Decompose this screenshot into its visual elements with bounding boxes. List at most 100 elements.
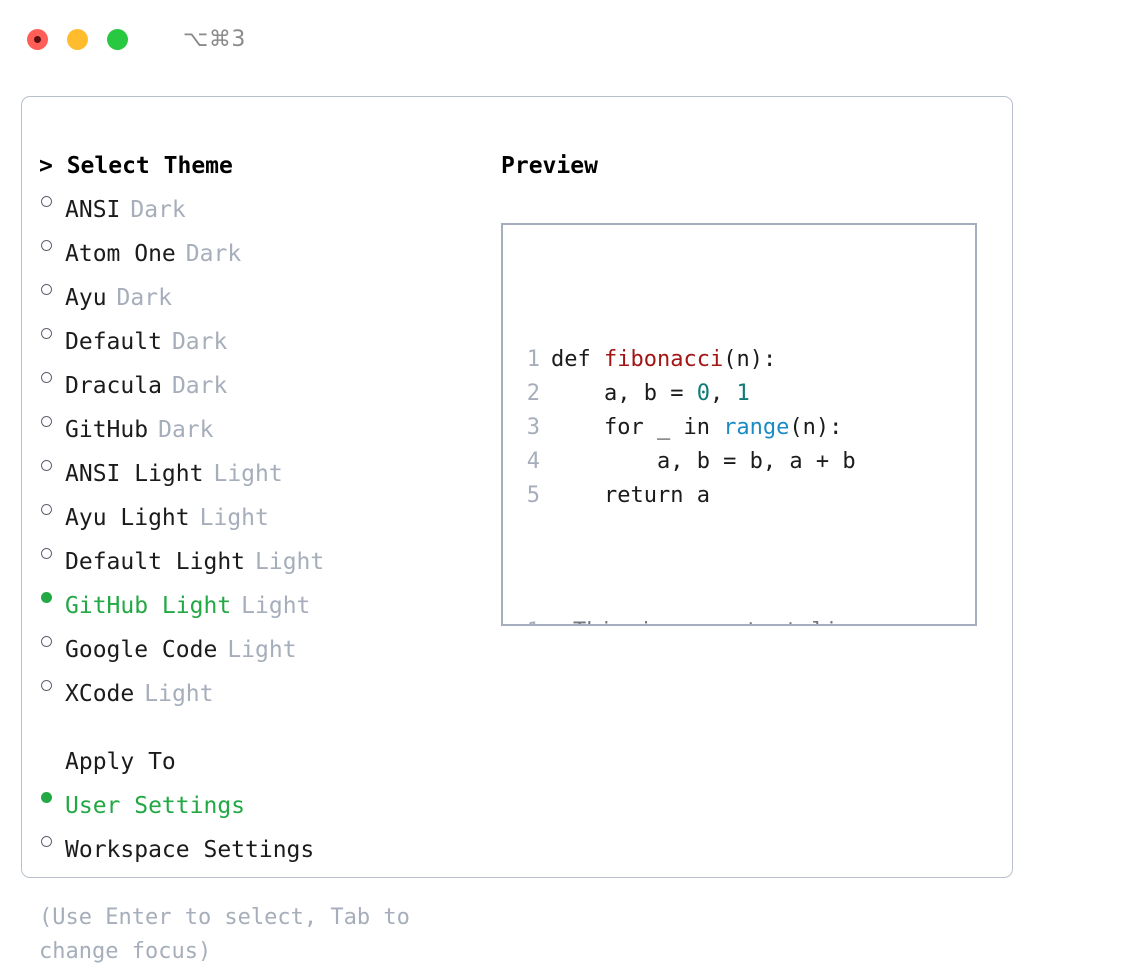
close-button[interactable] <box>27 28 48 50</box>
theme-option-badge: Light <box>199 505 269 531</box>
diff-marker <box>551 615 573 624</box>
theme-option-dracula[interactable]: Dracula Dark <box>39 359 469 403</box>
radio-unselected-icon <box>39 227 65 261</box>
code-token-plain: def <box>551 347 604 372</box>
theme-option-ansi-light[interactable]: ANSI Light Light <box>39 447 469 491</box>
code-line-number: 3 <box>526 415 540 440</box>
code-line: 1 def fibonacci(n): <box>514 343 975 377</box>
code-token-plain: a, b = <box>551 381 697 406</box>
theme-option-label: XCode <box>65 681 135 707</box>
code-token-plain: (n): <box>789 415 843 440</box>
window-titlebar: ⌥⌘3 <box>0 0 1140 78</box>
theme-option-badge: Dark <box>171 373 228 399</box>
theme-option-default[interactable]: Default Dark <box>39 315 469 359</box>
code-token-fn: fibonacci <box>603 347 724 372</box>
apply-to-option-user-settings[interactable]: User Settings <box>39 779 469 823</box>
theme-option-label: Atom One <box>65 241 176 267</box>
diff-sample: 1 This is a context line.2-This line was… <box>514 615 975 624</box>
theme-option-ayu-light[interactable]: Ayu Light Light <box>39 491 469 535</box>
code-token-plain: (n): <box>723 347 777 372</box>
theme-option-github[interactable]: GitHub Dark <box>39 403 469 447</box>
apply-to-option-label: User Settings <box>65 793 246 819</box>
theme-option-label: Dracula <box>65 373 162 399</box>
theme-option-ayu[interactable]: Ayu Dark <box>39 271 469 315</box>
theme-option-label: Default Light <box>65 549 246 575</box>
traffic-lights <box>27 28 128 50</box>
radio-unselected-icon <box>39 315 65 349</box>
preview-header: Preview <box>501 153 598 179</box>
theme-option-label: ANSI Light <box>65 461 204 487</box>
code-line-number: 5 <box>526 483 540 508</box>
keyboard-shortcut-label: ⌥⌘3 <box>183 26 246 52</box>
code-line: 2 a, b = 0, 1 <box>514 377 975 411</box>
radio-unselected-icon <box>39 447 65 481</box>
code-line-number: 4 <box>526 449 540 474</box>
theme-option-label: GitHub <box>65 417 149 443</box>
theme-option-label: Default <box>65 329 162 355</box>
theme-option-github-light[interactable]: GitHub Light Light <box>39 579 469 623</box>
radio-selected-icon <box>39 579 65 613</box>
code-token-plain: return a <box>551 483 710 508</box>
maximize-button[interactable] <box>107 28 128 50</box>
radio-unselected-icon <box>39 823 65 857</box>
theme-option-badge: Dark <box>116 285 172 311</box>
code-token-num: 1 <box>736 381 750 406</box>
theme-option-badge: Light <box>144 681 214 707</box>
list-spacer <box>39 711 469 745</box>
code-line-text: for _ in range(n): <box>551 411 842 445</box>
code-token-num: 0 <box>696 381 710 406</box>
code-token-plain: a, b = b, a + b <box>551 449 856 474</box>
theme-option-label: Google Code <box>65 637 218 663</box>
theme-option-default-light[interactable]: Default Light Light <box>39 535 469 579</box>
theme-option-label: ANSI <box>65 197 121 223</box>
diff-line-number: 1 <box>514 615 540 624</box>
radio-selected-icon <box>39 779 65 813</box>
theme-option-label: GitHub Light <box>65 593 232 619</box>
theme-option-badge: Light <box>255 549 325 575</box>
theme-option-badge: Dark <box>185 241 242 267</box>
theme-option-badge: Dark <box>171 329 228 355</box>
code-line: 5 return a <box>514 479 975 513</box>
code-line-number: 1 <box>526 347 540 372</box>
theme-option-badge: Light <box>213 461 283 487</box>
code-token-plain: , <box>709 381 737 406</box>
radio-unselected-icon <box>39 183 65 217</box>
theme-option-badge: Dark <box>130 197 186 223</box>
code-line: 3 for _ in range(n): <box>514 411 975 445</box>
code-line-text: a, b = b, a + b <box>551 445 856 479</box>
theme-option-badge: Dark <box>158 417 214 443</box>
code-line-text: def fibonacci(n): <box>551 343 776 377</box>
theme-option-ansi[interactable]: ANSI Dark <box>39 183 469 227</box>
code-line: 4 a, b = b, a + b <box>514 445 975 479</box>
radio-unselected-icon <box>39 623 65 657</box>
theme-option-badge: Light <box>227 637 297 663</box>
minimize-button[interactable] <box>67 28 88 50</box>
diff-line-text: This is a context line. <box>573 615 878 624</box>
theme-option-atom-one[interactable]: Atom One Dark <box>39 227 469 271</box>
code-line-text: return a <box>551 479 710 513</box>
theme-option-badge: Light <box>241 593 311 619</box>
apply-to-header: Apply To <box>65 749 176 775</box>
theme-option-xcode[interactable]: XCode Light <box>39 667 469 711</box>
code-token-call: range <box>723 415 790 440</box>
theme-option-label: Ayu <box>65 285 107 311</box>
radio-unselected-icon <box>39 359 65 393</box>
radio-unselected-icon <box>39 667 65 701</box>
diff-line-context: 1 This is a context line. <box>514 615 975 624</box>
theme-option-label: Ayu Light <box>65 505 190 531</box>
select-theme-header: > Select Theme <box>39 153 233 179</box>
apply-to-option-workspace-settings[interactable]: Workspace Settings <box>39 823 469 867</box>
radio-unselected-icon <box>39 403 65 437</box>
theme-option-google-code[interactable]: Google Code Light <box>39 623 469 667</box>
code-line-text: a, b = 0, 1 <box>551 377 750 411</box>
code-line-number: 2 <box>526 381 540 406</box>
code-token-plain: for _ in <box>551 415 724 440</box>
keyboard-hint-text: (Use Enter to select, Tab to change focu… <box>39 905 410 964</box>
